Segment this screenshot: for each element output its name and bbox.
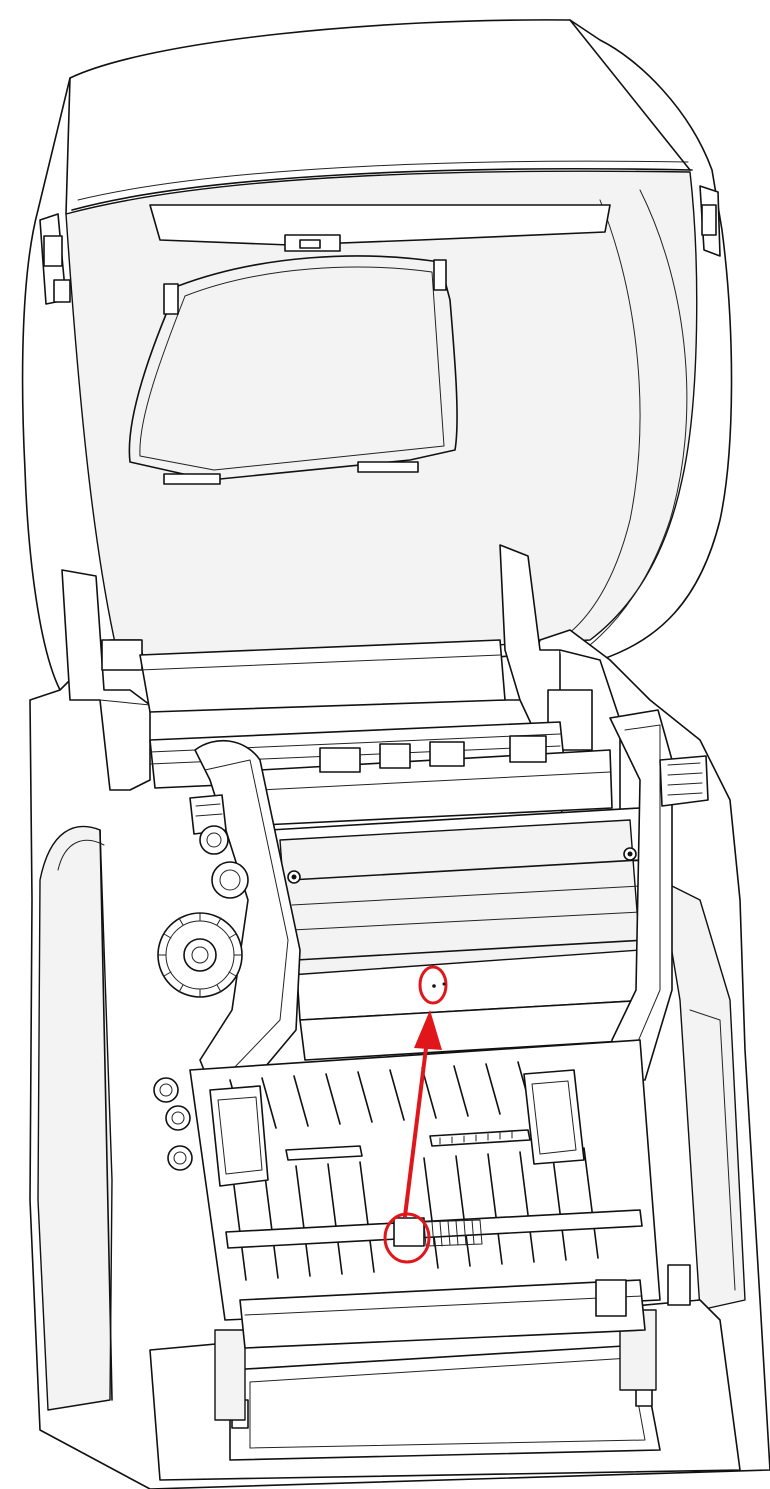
print-head-assembly	[189, 709, 709, 1091]
media-tray	[153, 1039, 691, 1349]
callouts	[383, 965, 448, 1264]
arrow-head-icon	[414, 1010, 442, 1050]
gear-train	[157, 825, 249, 998]
top-cover	[21, 19, 733, 691]
print-head-sensor-marker	[418, 965, 448, 1005]
sensor-alignment-arrow	[403, 1038, 429, 1218]
